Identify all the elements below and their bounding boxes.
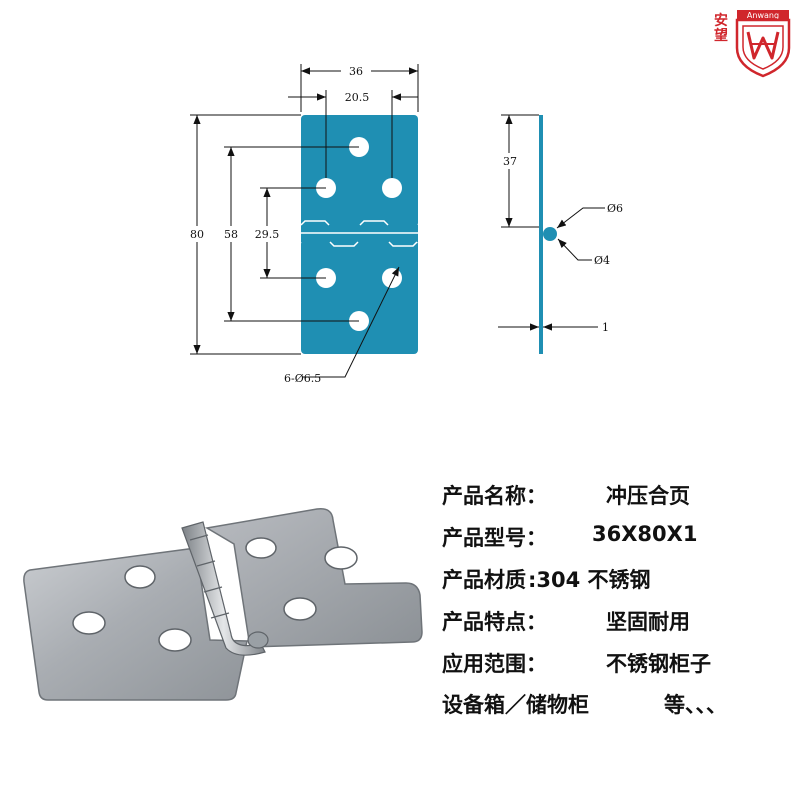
hinge-leaf-bottom xyxy=(301,240,418,354)
spec-value: 36X80X1 xyxy=(592,522,698,546)
mount-hole xyxy=(382,178,402,198)
dim-pin: Ø4 xyxy=(594,254,610,267)
brand-shield-icon: Anwang xyxy=(735,10,791,78)
spec-value: 冲压合页 xyxy=(606,484,690,508)
spec-value: 不锈钢柜子 xyxy=(606,652,711,676)
dim-pin-height: 37 xyxy=(503,155,517,168)
dim-thickness: 1 xyxy=(602,321,609,334)
spec-application: 应用范围： 不锈钢柜子 xyxy=(442,648,792,678)
spec-feature: 产品特点： 坚固耐用 xyxy=(442,606,792,636)
dim-inner-span: 29.5 xyxy=(255,228,280,241)
brand-name-cn: 安望 xyxy=(714,13,728,44)
spec-label: 产品特点： xyxy=(442,610,547,634)
spec-label: 产品材质 xyxy=(442,568,526,592)
spec-label: 产品名称： xyxy=(442,484,547,508)
spec-application-more: 设备箱／储物柜 等、、、 xyxy=(442,689,792,719)
dim-hole-callout: 6-Ø6.5 xyxy=(284,372,321,385)
side-plate xyxy=(539,115,543,354)
spec-model: 产品型号： 36X80X1 xyxy=(442,522,792,552)
spec-label: 应用范围： xyxy=(442,652,547,676)
spec-value: :304 不锈钢 xyxy=(528,568,651,592)
spec-name: 产品名称： 冲压合页 xyxy=(442,480,792,510)
dim-knuckle-outer: Ø6 xyxy=(607,202,623,215)
spec-value: 等、、、 xyxy=(664,693,727,717)
hinge-side-view xyxy=(539,115,557,354)
dim-hole-span: 58 xyxy=(224,228,238,241)
side-knuckle xyxy=(543,227,557,241)
spec-material: 产品材质 :304 不锈钢 xyxy=(442,564,792,594)
hinge-front-view xyxy=(300,115,418,354)
dim-hole-offset: 20.5 xyxy=(345,91,370,104)
spec-value: 坚固耐用 xyxy=(606,610,690,634)
hinge-product-photo xyxy=(23,507,423,701)
spec-label: 设备箱／储物柜 xyxy=(442,693,589,717)
dim-height: 80 xyxy=(190,228,204,241)
brand-logo: 安望 Anwang xyxy=(708,8,794,78)
dim-width: 36 xyxy=(349,65,363,78)
hinge-leaf-top xyxy=(301,115,418,227)
spec-label: 产品型号： xyxy=(442,526,547,550)
brand-name-en: Anwang xyxy=(747,11,779,20)
mount-hole xyxy=(382,268,402,288)
